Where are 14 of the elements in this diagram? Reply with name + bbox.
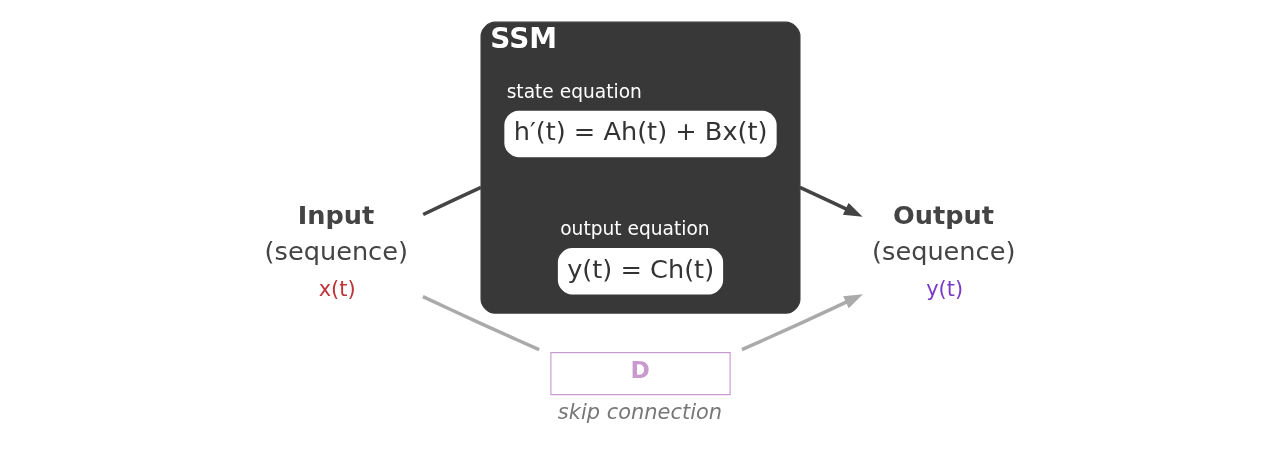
node-box: y(t) = Ch(t) bbox=[557, 247, 723, 295]
arrow bbox=[740, 294, 863, 352]
node-label: output equation bbox=[559, 217, 710, 239]
node-label: skip connection bbox=[557, 400, 722, 425]
node-box: D bbox=[549, 352, 731, 396]
node-box: h′(t) = Ah(t) + Bx(t) bbox=[503, 110, 777, 158]
arrow bbox=[798, 185, 863, 217]
node-text: Input (sequence) bbox=[264, 200, 408, 267]
node-text: Output (sequence) bbox=[871, 200, 1015, 267]
node-label: state equation bbox=[506, 80, 642, 102]
connector bbox=[421, 185, 482, 217]
connector bbox=[421, 295, 540, 352]
node-label: y(t) bbox=[925, 277, 963, 302]
node-label: x(t) bbox=[318, 277, 356, 302]
